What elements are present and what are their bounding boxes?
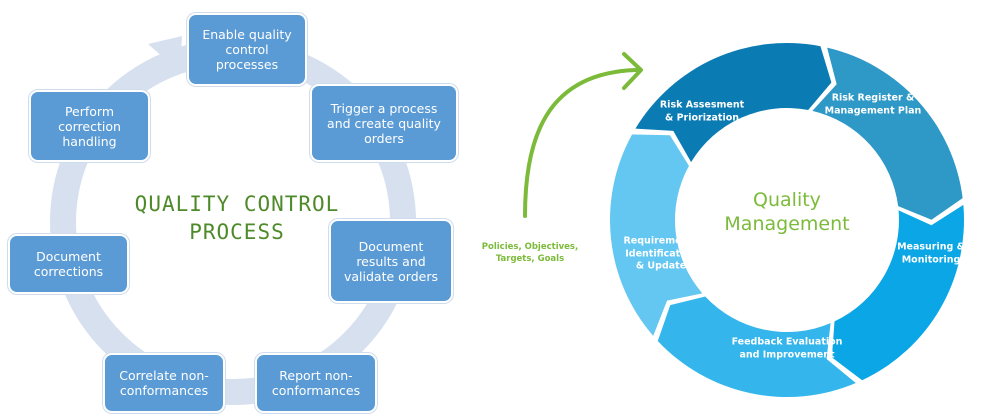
label-line: Identification bbox=[625, 247, 697, 259]
qc-step-perform-correction: Perform correction handling bbox=[29, 90, 150, 162]
label-line: Requirements bbox=[623, 235, 699, 247]
label-line: Feedback Evaluation bbox=[731, 336, 843, 348]
qm-center-line1: Quality bbox=[753, 189, 821, 211]
qm-segment-label-risk-register: Risk Register & Management Plan bbox=[825, 93, 922, 118]
qc-step-correlate-nonconformances: Correlate non-conformances bbox=[103, 353, 225, 413]
qc-process-title: QUALITY CONTROL PROCESS bbox=[110, 190, 364, 246]
qc-title-line2: PROCESS bbox=[189, 220, 285, 244]
qm-segment-feedback-evaluation bbox=[657, 296, 856, 397]
label-line: Risk Assesment bbox=[659, 99, 745, 111]
qc-ring-arrowhead bbox=[148, 36, 182, 72]
qm-segment-label-feedback: Feedback Evaluation and Improvement bbox=[732, 337, 843, 362]
label-line: & Priorization bbox=[664, 112, 739, 123]
green-arrow-shaft bbox=[523, 68, 640, 218]
qc-step-report-nonconformances: Report non-conformances bbox=[255, 353, 377, 413]
label-line: Monitoring bbox=[901, 254, 961, 265]
qm-segment-label-requirements: Requirements Identification & Update bbox=[623, 235, 698, 273]
policies-line1: Policies, Objectives, bbox=[481, 242, 579, 252]
label-line: Management Plan bbox=[824, 105, 922, 116]
qm-segment-risk-register bbox=[812, 47, 963, 220]
policies-input-label: Policies, Objectives, Targets, Goals bbox=[482, 241, 578, 265]
qm-cycle-ring bbox=[610, 43, 964, 397]
qm-segment-label-measuring: Measuring & Monitoring bbox=[897, 242, 965, 267]
label-line: Measuring & bbox=[897, 241, 965, 253]
qm-center-line2: Management bbox=[724, 213, 850, 235]
label-line: & Update bbox=[635, 260, 687, 272]
policies-line2: Targets, Goals bbox=[495, 254, 565, 264]
qm-segment-measuring-monitoring bbox=[831, 204, 964, 381]
qc-step-enable-quality-control: Enable quality control processes bbox=[187, 13, 307, 86]
qc-step-document-results: Document results and validate orders bbox=[329, 219, 453, 303]
qc-title-line1: QUALITY CONTROL bbox=[134, 192, 340, 216]
qc-step-trigger-process: Trigger a process and create quality ord… bbox=[310, 84, 458, 162]
policy-input-arrow bbox=[523, 52, 643, 218]
green-arrowhead bbox=[622, 52, 643, 90]
qm-segment-risk-assessment bbox=[635, 43, 832, 163]
label-line: and Improvement bbox=[739, 349, 835, 360]
qm-segment-requirements-identification bbox=[610, 134, 703, 336]
label-line: Risk Register & bbox=[831, 92, 915, 104]
qm-segment-label-risk-assessment: Risk Assesment & Priorization bbox=[660, 100, 744, 125]
qc-step-document-corrections: Document corrections bbox=[8, 234, 129, 294]
qm-center-title: Quality Management bbox=[724, 188, 849, 236]
